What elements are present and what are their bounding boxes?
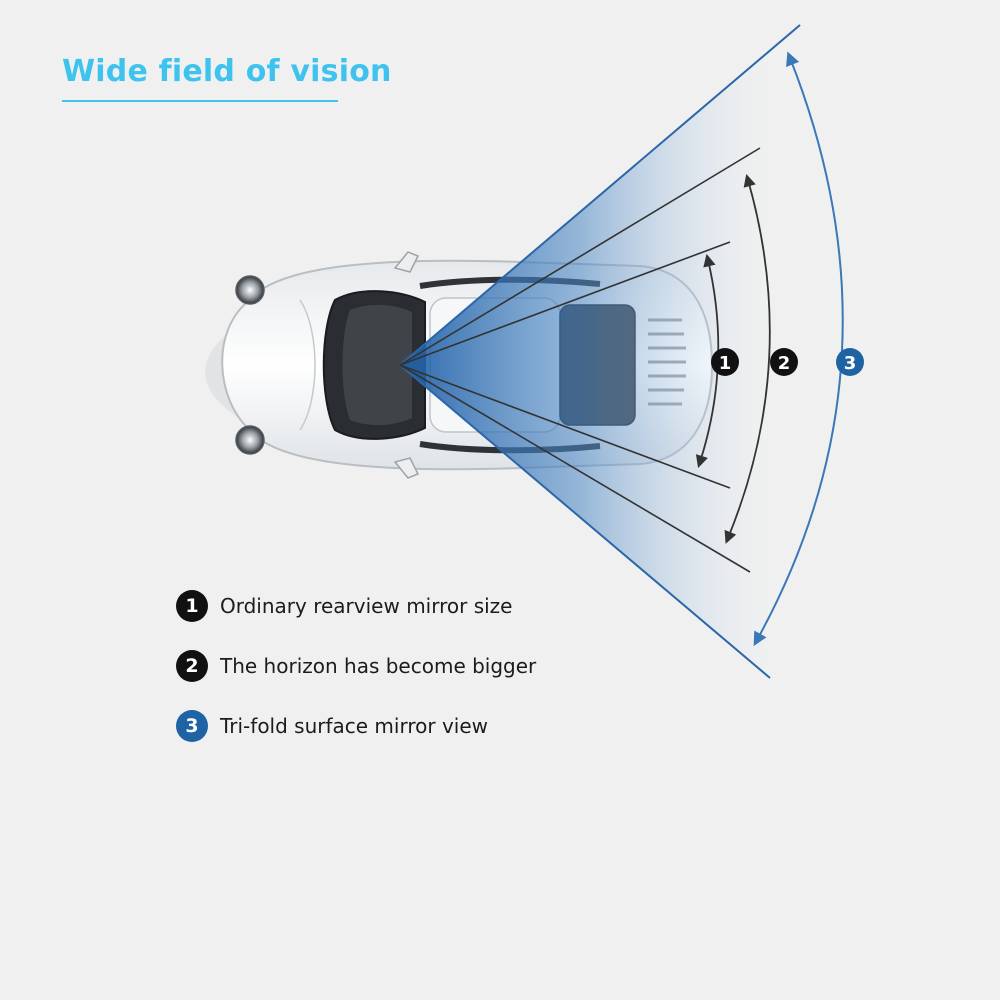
svg-text:2: 2 <box>778 353 791 374</box>
fov-edge-mid-top <box>399 147 761 366</box>
legend-badge-3: 3 <box>176 710 208 742</box>
legend-item-1: 1 Ordinary rearview mirror size <box>176 588 536 624</box>
legend-text-3: Tri-fold surface mirror view <box>220 714 488 738</box>
legend-badge-2: 2 <box>176 650 208 682</box>
svg-text:3: 3 <box>844 353 857 374</box>
page-title: Wide field of vision <box>62 54 392 89</box>
fov-edge-outer-bottom <box>399 364 771 679</box>
svg-text:1: 1 <box>719 353 732 374</box>
field-of-view-cone <box>399 24 801 679</box>
legend-item-3: 3 Tri-fold surface mirror view <box>176 708 536 744</box>
title-underline <box>62 100 338 102</box>
legend-badge-1: 1 <box>176 590 208 622</box>
arc-badge-3: 3 <box>836 348 864 376</box>
legend: 1 Ordinary rearview mirror size 2 The ho… <box>176 588 536 768</box>
legend-text-2: The horizon has become bigger <box>220 654 537 678</box>
arc-badge-1: 1 <box>711 348 739 376</box>
legend-item-2: 2 The horizon has become bigger <box>176 648 536 684</box>
arc-badge-2: 2 <box>770 348 798 376</box>
legend-text-1: Ordinary rearview mirror size <box>220 594 513 618</box>
fov-edge-inner-bottom <box>399 364 731 489</box>
fov-edge-mid-bottom <box>399 364 751 573</box>
fov-edge-outer-top <box>399 24 801 366</box>
fov-edge-inner-top <box>399 241 731 366</box>
